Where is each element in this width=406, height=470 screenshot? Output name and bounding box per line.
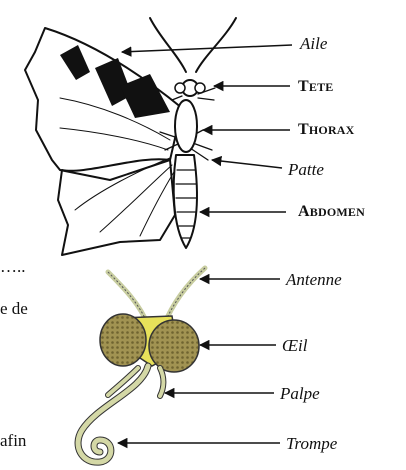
text-fragment-afin: afin	[0, 432, 26, 449]
label-antenne: Antenne	[286, 271, 342, 288]
head-closeup	[78, 268, 205, 462]
butterfly-antenna-left	[150, 18, 186, 72]
label-abdomen: ABDOMEN	[298, 204, 365, 220]
butterfly-pointers	[122, 45, 292, 212]
label-patte: Patte	[288, 161, 324, 178]
head-pointers	[118, 279, 280, 443]
label-thorax: THORAX	[298, 122, 355, 138]
label-abdomen-rest: BDOMEN	[310, 205, 365, 219]
closeup-eye-left	[100, 314, 146, 366]
label-tete-rest: ETE	[309, 80, 334, 94]
label-tete: TETE	[298, 79, 334, 95]
butterfly-abdomen	[174, 155, 197, 248]
label-tete-first: T	[298, 78, 309, 95]
label-abdomen-first: A	[298, 203, 310, 220]
label-aile: Aile	[300, 35, 327, 52]
butterfly-antenna-right	[196, 18, 236, 72]
wing-markings	[60, 45, 170, 118]
label-palpe: Palpe	[280, 385, 320, 402]
label-trompe: Trompe	[286, 435, 337, 452]
patte-pointer	[212, 160, 282, 168]
butterfly-thorax	[175, 100, 197, 152]
closeup-eye-right	[149, 320, 199, 372]
label-thorax-first: T	[298, 121, 309, 138]
butterfly	[25, 18, 236, 255]
text-fragment-dots: …..	[0, 258, 26, 275]
text-fragment-ede: e de	[0, 300, 28, 317]
aile-pointer	[122, 45, 292, 52]
label-thorax-rest: HORAX	[309, 123, 355, 137]
label-oeil: Œil	[282, 337, 308, 354]
